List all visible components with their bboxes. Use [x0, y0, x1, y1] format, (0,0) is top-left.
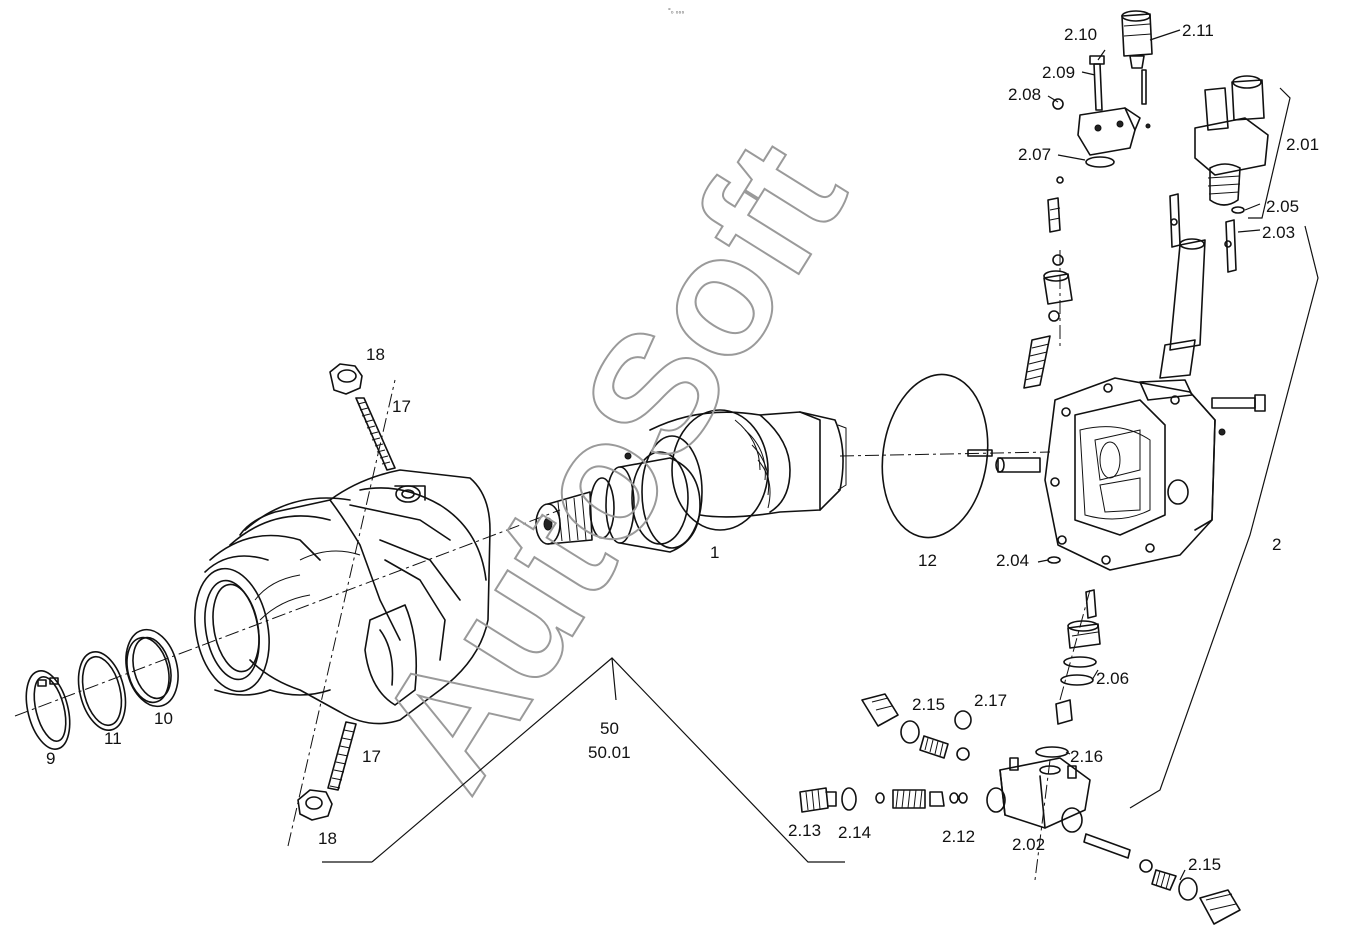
label-10: 10 [154, 709, 173, 728]
valve-stack-part-2-06[interactable] [1055, 589, 1101, 725]
label-2-04: 2.04 [996, 551, 1029, 570]
label-2-15-lower: 2.15 [1188, 855, 1221, 874]
o-ring-part-2-14[interactable] [841, 787, 857, 811]
label-2-10: 2.10 [1064, 25, 1097, 44]
o-ring-part-2-05[interactable] [1231, 206, 1245, 214]
ring-part-11[interactable] [71, 647, 133, 735]
label-11: 11 [104, 729, 122, 748]
circlip-part-9[interactable] [19, 666, 77, 753]
label-2-07: 2.07 [1018, 145, 1051, 164]
control-unit-part-2-01[interactable] [1159, 75, 1269, 379]
plug-part-2-13[interactable] [799, 787, 837, 813]
label-2-16: 2.16 [1070, 747, 1103, 766]
centre-axis-lines [14, 250, 1091, 881]
top-mark: °₀ ₀₀₀ [668, 7, 684, 15]
motor-housing-part-50[interactable] [186, 469, 491, 725]
o-ring-part-12[interactable] [872, 368, 998, 545]
label-2-14: 2.14 [838, 823, 871, 842]
port-plate-part-2[interactable] [967, 377, 1266, 571]
leader-lines [322, 29, 1319, 881]
plug-part-2-03[interactable] [1224, 219, 1237, 273]
label-2-05: 2.05 [1266, 197, 1299, 216]
stud-part-17-top[interactable] [355, 397, 396, 471]
plug-part-2-15-lower[interactable] [1083, 833, 1241, 925]
seal-ring-part-10[interactable] [118, 624, 185, 712]
label-2-11: 2.11 [1182, 21, 1214, 40]
nut-part-18-bottom[interactable] [297, 789, 333, 821]
label-12: 12 [918, 551, 937, 570]
label-2-02: 2.02 [1012, 835, 1045, 854]
sensor-part-2-11[interactable] [1121, 10, 1153, 69]
spring-part-2-17[interactable] [919, 710, 972, 761]
nut-part-18-top[interactable] [329, 363, 363, 395]
valve-spool-assembly[interactable] [1023, 176, 1073, 389]
label-50: 50 [600, 719, 619, 738]
label-2-12: 2.12 [942, 827, 975, 846]
valve-body-part-2-02[interactable] [986, 757, 1091, 833]
label-2-03: 2.03 [1262, 223, 1295, 242]
label-18-bottom: 18 [318, 829, 337, 848]
label-50-01: 50.01 [588, 743, 631, 762]
plug-part-2-15-upper[interactable] [861, 693, 920, 744]
o-ring-part-2-16[interactable] [1035, 746, 1069, 758]
label-17-top: 17 [392, 397, 411, 416]
label-2: 2 [1272, 535, 1281, 554]
rotating-group-part-1[interactable] [535, 409, 847, 553]
control-housing-2-08[interactable] [1052, 98, 1151, 156]
label-2-15-upper: 2.15 [912, 695, 945, 714]
label-2-01: 2.01 [1286, 135, 1319, 154]
label-9: 9 [46, 749, 55, 768]
label-17-bottom: 17 [362, 747, 381, 766]
plug-left-column[interactable] [1169, 193, 1181, 248]
stud-part-17-bottom[interactable] [327, 721, 357, 791]
label-2-06: 2.06 [1096, 669, 1129, 688]
label-1: 1 [710, 543, 719, 562]
label-2-08: 2.08 [1008, 85, 1041, 104]
pin-part-2-10[interactable] [1141, 69, 1147, 105]
screw-part-2-09[interactable] [1089, 55, 1105, 111]
label-18-top: 18 [366, 345, 385, 364]
watermark: AutoSoft [340, 110, 881, 819]
label-2-17: 2.17 [974, 691, 1007, 710]
small-ring-part-2-04[interactable] [1047, 556, 1061, 564]
spring-part-2-12[interactable] [875, 789, 968, 809]
label-2-13: 2.13 [788, 821, 821, 840]
o-ring-part-2-07[interactable] [1085, 156, 1115, 168]
label-2-09: 2.09 [1042, 63, 1075, 82]
